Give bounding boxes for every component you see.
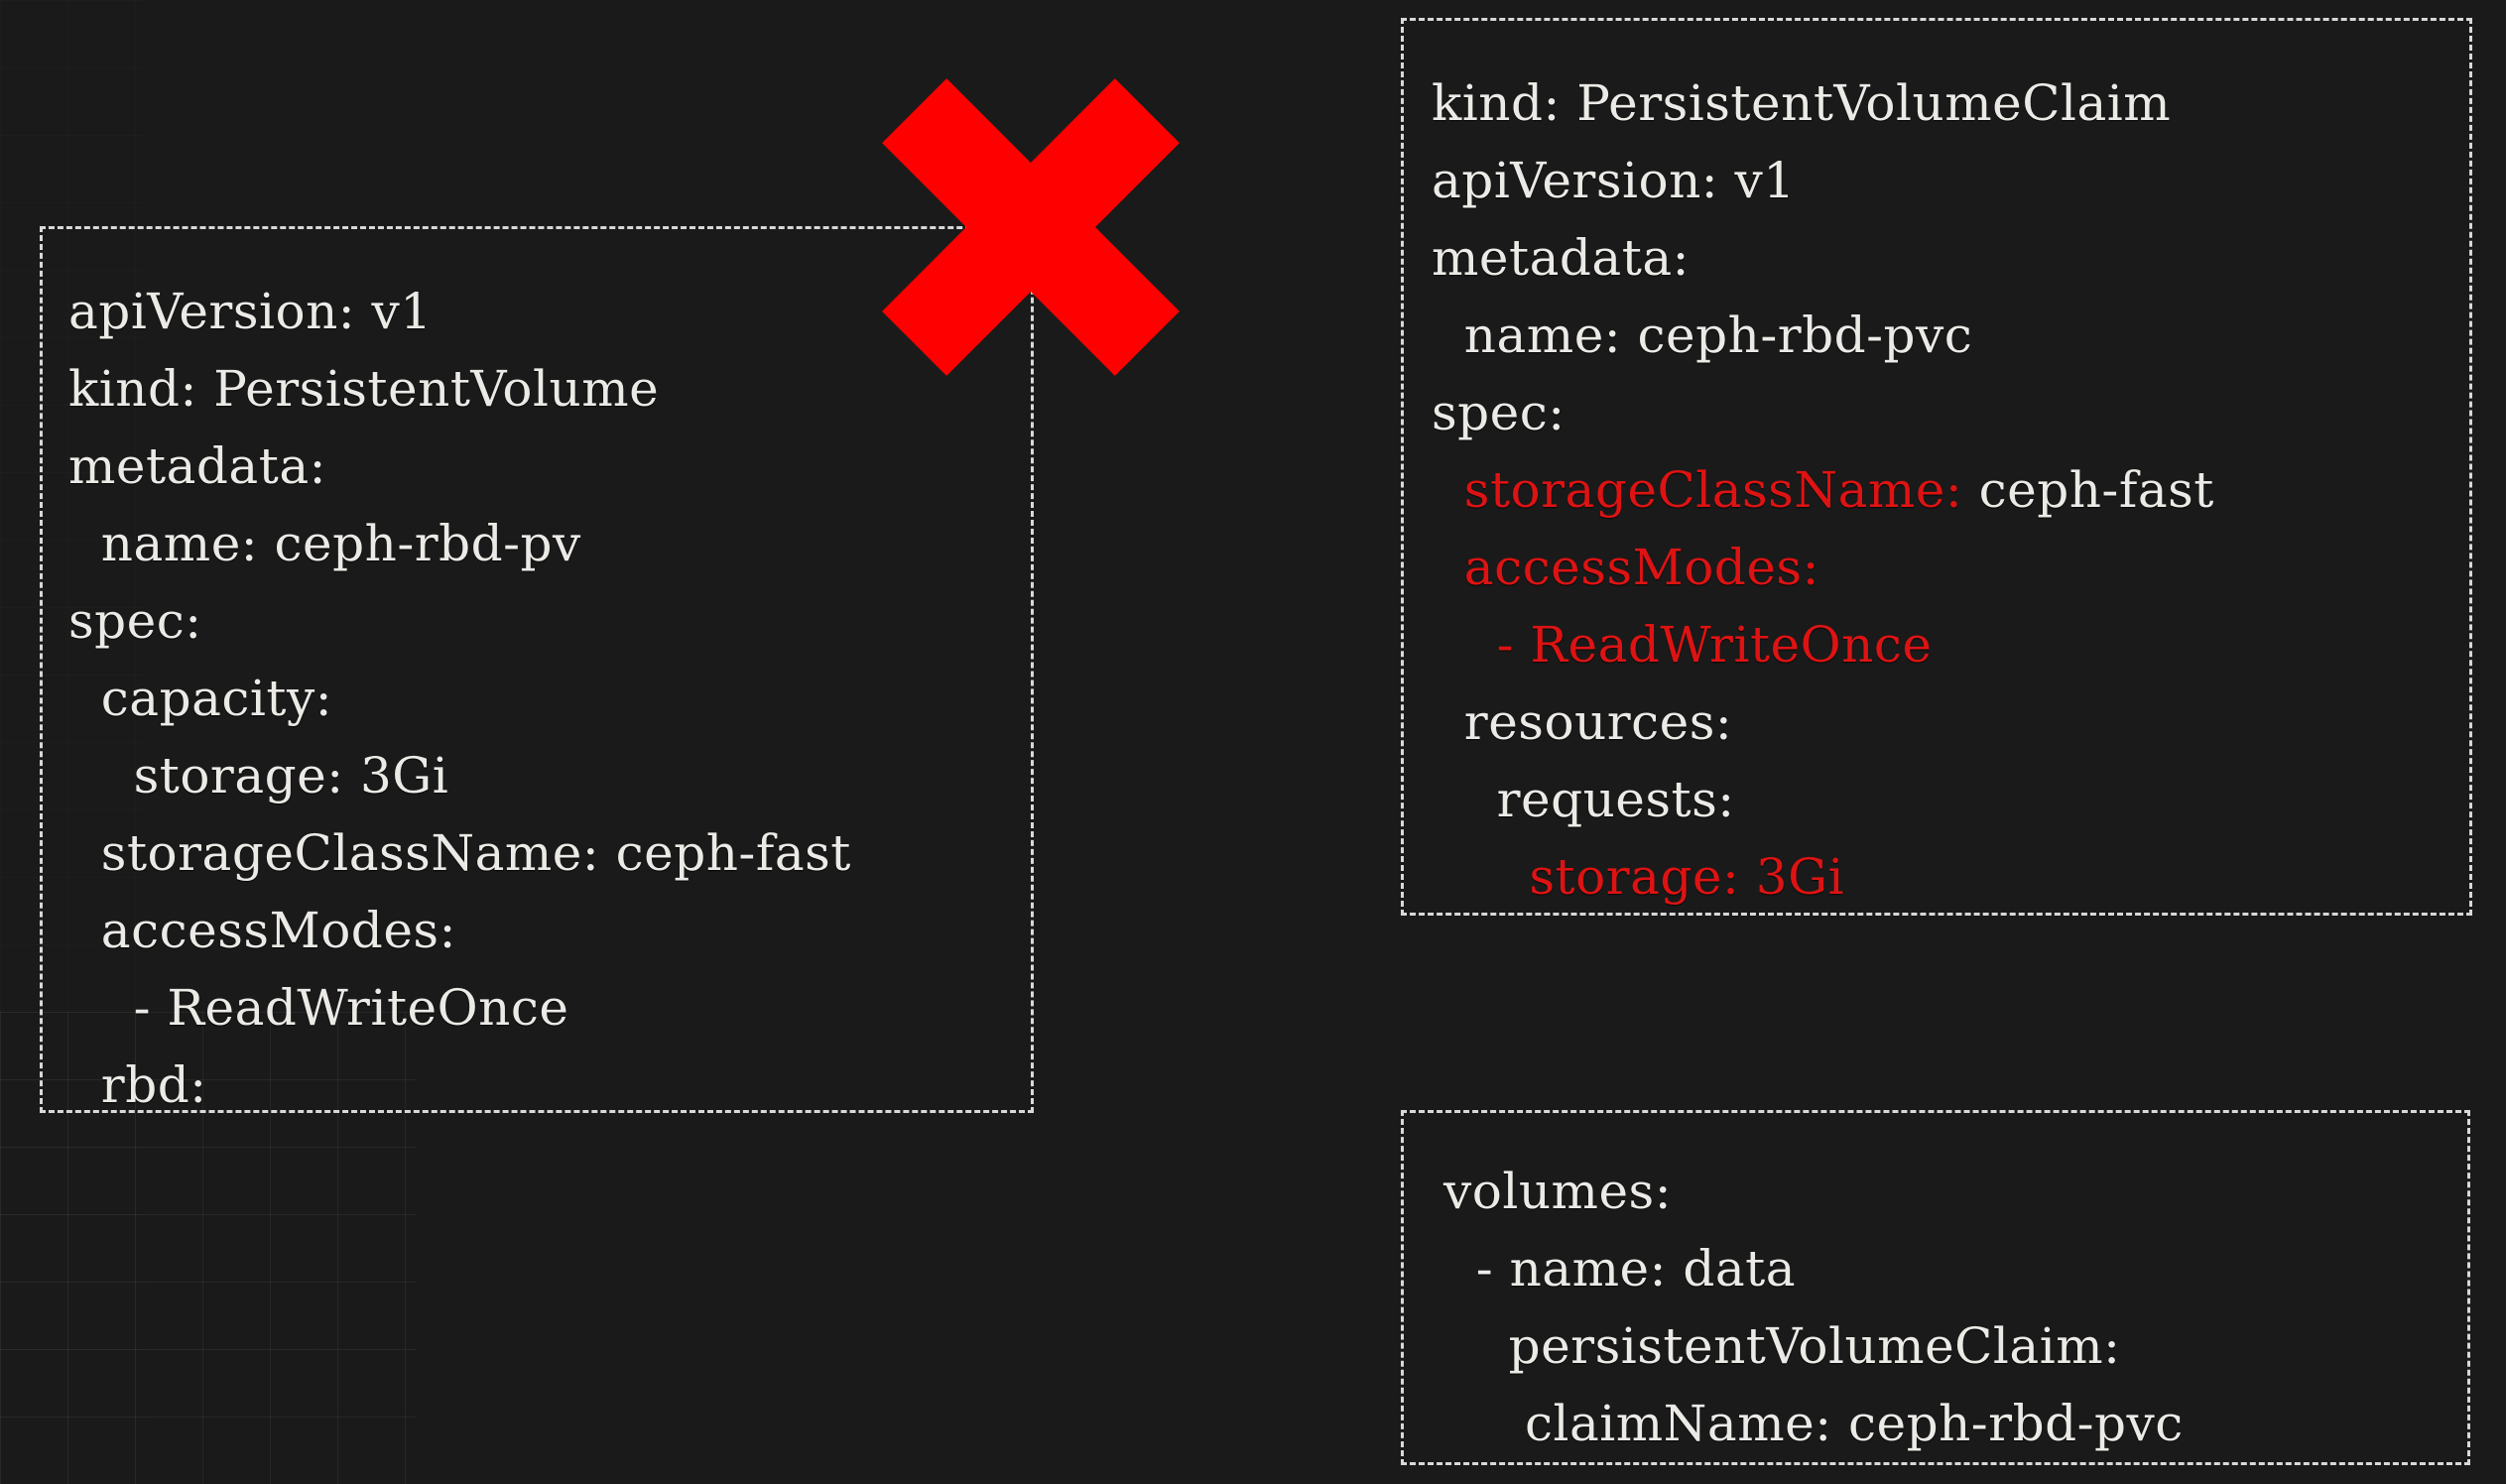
persistent-volume-yaml-code: apiVersion: v1 kind: PersistentVolume me… <box>43 229 1031 1124</box>
pvc-line-6: accessModes: <box>1432 539 1819 596</box>
pod-line-2: persistentVolumeClaim: <box>1443 1317 2121 1375</box>
pv-line-2: metadata: <box>68 437 326 495</box>
pv-line-3: name: ceph-rbd-pv <box>68 515 581 572</box>
pv-line-4: spec: <box>68 592 202 650</box>
pv-line-10: rbd: <box>68 1056 207 1114</box>
persistent-volume-claim-yaml-box: kind: PersistentVolumeClaim apiVersion: … <box>1401 18 2472 916</box>
pod-line-0: volumes: <box>1443 1163 1673 1220</box>
pvc-line-5-key: storageClassName: <box>1432 461 1963 519</box>
pvc-line-7: - ReadWriteOnce <box>1432 616 1933 674</box>
pv-line-8: accessModes: <box>68 902 456 959</box>
pvc-line-1: apiVersion: v1 <box>1432 152 1796 209</box>
pv-line-1: kind: PersistentVolume <box>68 360 660 418</box>
pod-volumes-yaml-box: volumes: - name: data persistentVolumeCl… <box>1401 1110 2470 1465</box>
pv-line-6: storage: 3Gi <box>68 747 449 804</box>
pv-line-5: capacity: <box>68 670 333 727</box>
pvc-line-2: metadata: <box>1432 229 1690 287</box>
pvc-line-3: name: ceph-rbd-pvc <box>1432 307 1973 364</box>
pvc-line-8: resources: <box>1432 693 1733 751</box>
pvc-line-0: kind: PersistentVolumeClaim <box>1432 74 2172 132</box>
pvc-line-10: storage: 3Gi <box>1432 848 1845 906</box>
pv-line-9: - ReadWriteOnce <box>68 979 569 1037</box>
persistent-volume-yaml-box: apiVersion: v1 kind: PersistentVolume me… <box>40 226 1034 1114</box>
pod-volumes-yaml-code: volumes: - name: data persistentVolumeCl… <box>1404 1113 2467 1462</box>
pv-line-0: apiVersion: v1 <box>68 283 433 340</box>
pod-line-3: claimName: ceph-rbd-pvc <box>1443 1395 2184 1452</box>
red-x-icon <box>881 77 1181 377</box>
pvc-line-9: requests: <box>1432 771 1735 828</box>
pv-line-7: storageClassName: ceph-fast <box>68 824 851 882</box>
pvc-line-5-value: ceph-fast <box>1962 461 2214 519</box>
pvc-line-4: spec: <box>1432 384 1566 441</box>
pod-line-1: - name: data <box>1443 1240 1797 1298</box>
persistent-volume-claim-yaml-code: kind: PersistentVolumeClaim apiVersion: … <box>1404 21 2469 916</box>
